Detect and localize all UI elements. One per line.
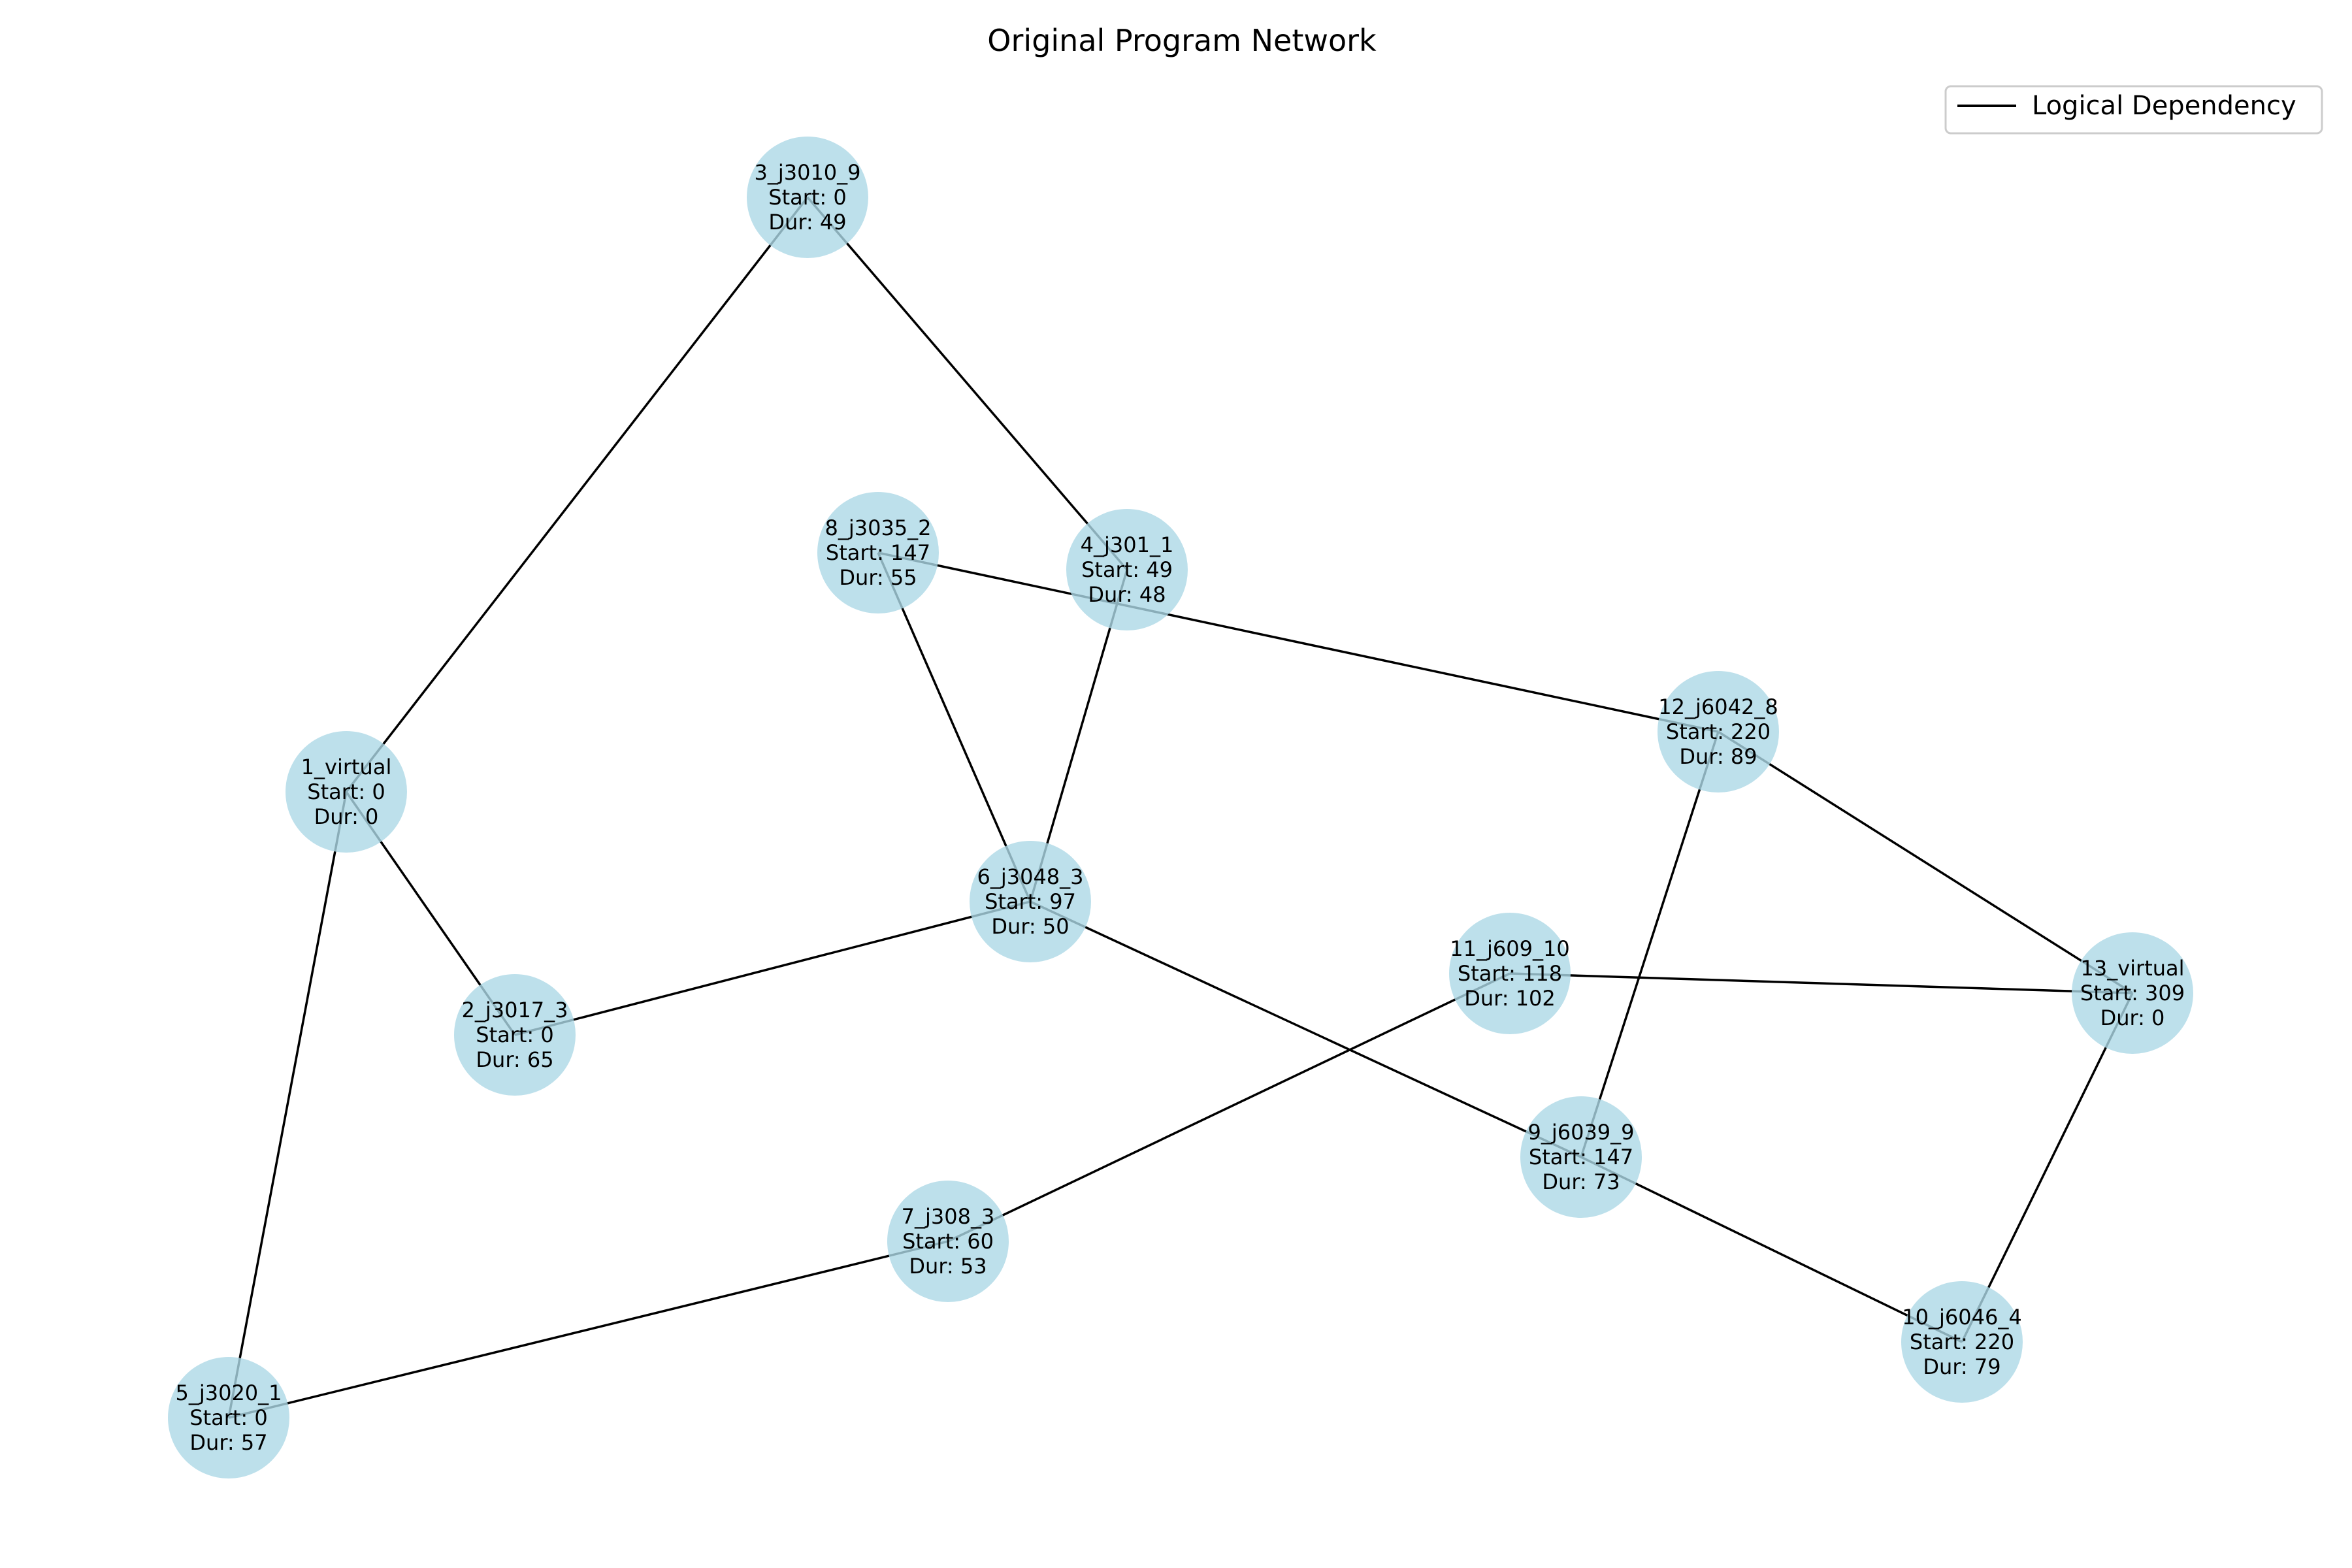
node-duration-label: Dur: 48 [1088,582,1166,607]
node-start-label: Start: 0 [189,1405,267,1430]
node-start-label: Start: 147 [826,540,930,565]
node-start-label: Start: 147 [1529,1145,1633,1169]
node-circle[interactable] [168,1357,289,1478]
edge-8_j3035_2-6_j3048_3 [877,552,1032,902]
edge-5_j3020_1-7_j308_3 [228,1240,949,1419]
edge-7_j308_3-11_j609_10 [947,972,1511,1243]
node-id-label: 7_j308_3 [902,1204,995,1229]
diagram-title: Original Program Network [987,23,1377,58]
node-start-label: Start: 118 [1458,961,1562,986]
node-id-label: 9_j6039_9 [1527,1120,1634,1145]
node-id-label: 8_j3035_2 [825,515,931,540]
edge-6_j3048_3-9_j6039_9 [1030,900,1582,1158]
node-circle[interactable] [286,731,407,853]
node-circle[interactable] [1658,671,1779,792]
edge-1_virtual-3_j3010_9 [345,196,809,793]
node-id-label: 2_j3017_3 [461,998,568,1022]
legend-label: Logical Dependency [2032,91,2296,121]
node-circle[interactable] [887,1181,1009,1302]
node-circle[interactable] [970,841,1091,962]
node-circle[interactable] [1066,509,1188,630]
node-duration-label: Dur: 0 [2100,1005,2165,1030]
edge-12_j6042_8-9_j6039_9 [1580,731,1720,1158]
node-duration-label: Dur: 79 [1923,1354,2001,1379]
node-start-label: Start: 49 [1081,557,1173,582]
legend: Logical Dependency [1944,85,2323,135]
node-id-label: 5_j3020_1 [175,1380,282,1405]
node-id-label: 1_virtual [301,755,392,779]
node-id-label: 11_j609_10 [1450,936,1569,961]
node-duration-label: Dur: 55 [839,565,917,590]
node-start-label: Start: 0 [307,779,385,804]
node-start-label: Start: 97 [985,889,1076,914]
node-duration-label: Dur: 57 [189,1430,267,1455]
node-duration-label: Dur: 102 [1464,986,1556,1011]
node-duration-label: Dur: 49 [768,210,846,235]
edge-3_j3010_9-4_j301_1 [806,196,1128,571]
node-id-label: 10_j6046_4 [1902,1305,2021,1330]
node-duration-label: Dur: 0 [314,804,379,829]
edge-11_j609_10-13_virtual [1509,972,2133,994]
node-start-label: Start: 60 [902,1229,994,1254]
node-start-label: Start: 220 [1666,719,1771,744]
node-circle[interactable] [1901,1281,2023,1403]
edge-8_j3035_2-12_j6042_8 [877,551,1719,733]
node-duration-label: Dur: 73 [1542,1169,1620,1194]
node-id-label: 4_j301_1 [1081,532,1174,557]
node-start-label: Start: 309 [2080,981,2185,1005]
node-circle[interactable] [747,137,868,258]
edge-9_j6039_9-10_j6046_4 [1580,1156,1963,1343]
edge-2_j3017_3-6_j3048_3 [514,900,1031,1036]
node-duration-label: Dur: 65 [476,1047,553,1072]
node-circle[interactable] [454,974,576,1096]
edge-12_j6042_8-13_virtual [1718,730,2133,994]
node-duration-label: Dur: 89 [1679,744,1757,769]
node-start-label: Start: 220 [1910,1330,2014,1354]
node-circle[interactable] [2072,932,2193,1054]
node-id-label: 13_virtual [2080,956,2184,981]
node-circle[interactable] [1449,913,1571,1034]
node-duration-label: Dur: 50 [991,914,1069,939]
node-id-label: 6_j3048_3 [977,864,1083,889]
node-circle[interactable] [1520,1096,1642,1218]
node-circle[interactable] [817,492,939,613]
node-duration-label: Dur: 53 [909,1254,987,1279]
edge-1_virtual-5_j3020_1 [227,791,348,1418]
node-start-label: Start: 0 [768,185,846,210]
legend-box [1944,85,2323,135]
node-start-label: Start: 0 [476,1022,553,1047]
node-id-label: 3_j3010_9 [754,160,860,185]
edge-10_j6046_4-13_virtual [1961,992,2134,1343]
node-id-label: 12_j6042_8 [1658,694,1778,719]
edges-layer [227,196,2134,1419]
